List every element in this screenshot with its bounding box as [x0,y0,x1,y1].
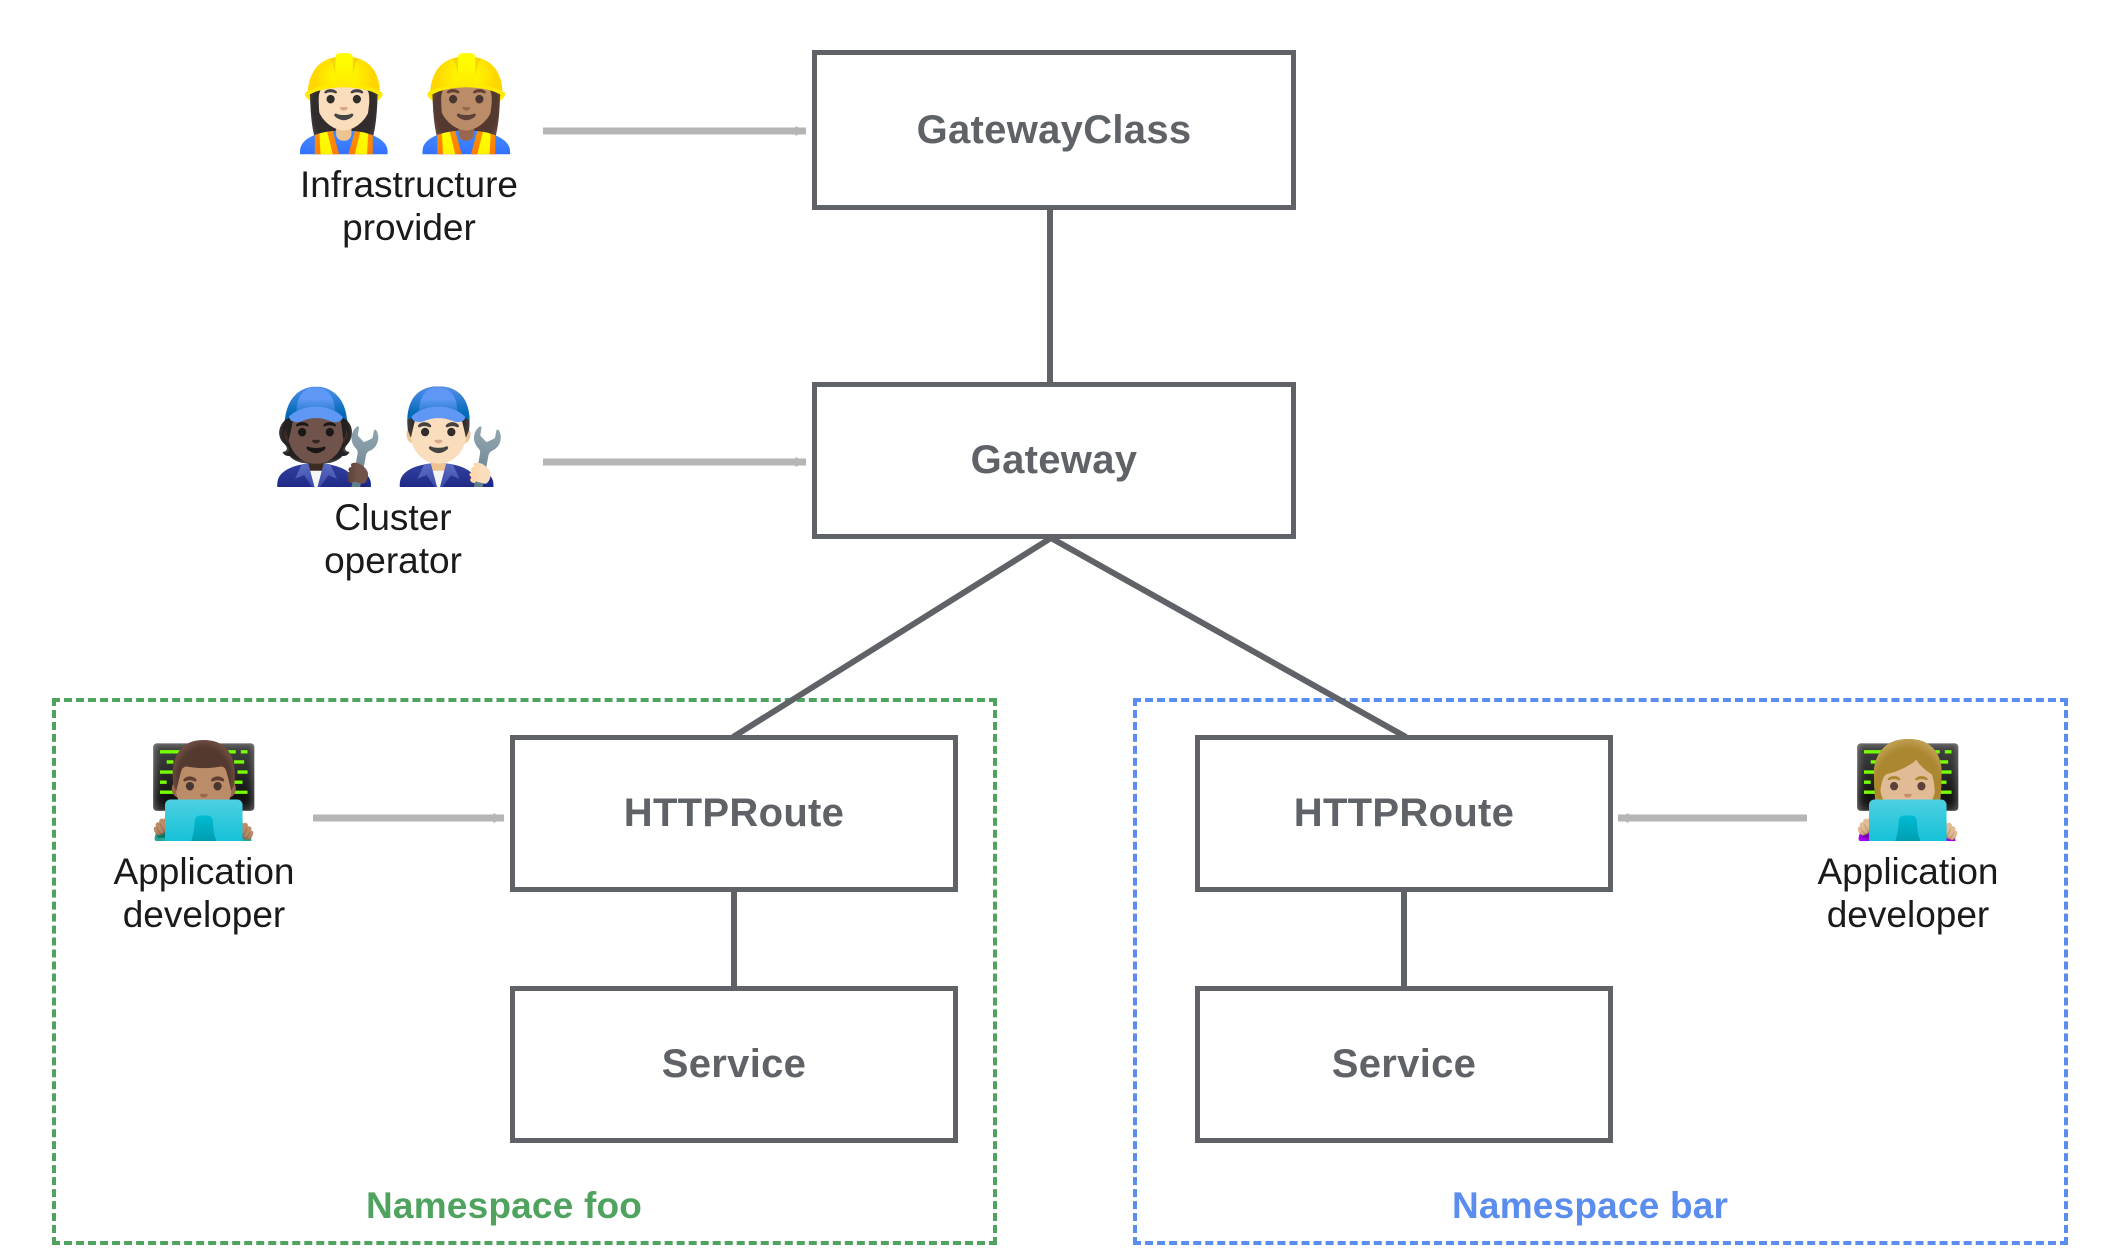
persona-application-developer-bar: 👩🏼‍💻 Application developer [1784,742,2032,936]
persona-infrastructure-provider-label-line1: Infrastructure [300,163,518,205]
persona-application-developer-foo-label-line1: Application [113,850,295,892]
node-service-bar-label: Service [1331,1042,1477,1086]
node-service-foo-label: Service [661,1042,807,1086]
node-service-foo[interactable]: Service [510,986,958,1143]
node-httproute-foo[interactable]: HTTPRoute [510,735,958,892]
construction-worker-icon: 👷🏻‍♀️👷🏽‍♀️ [286,50,532,157]
node-httproute-bar-label: HTTPRoute [1293,791,1515,835]
mechanic-icon: 🧑🏿‍🔧👨🏻‍🔧 [270,383,516,490]
node-gateway-label: Gateway [970,438,1138,482]
node-gatewayclass-label: GatewayClass [916,107,1192,152]
persona-application-developer-foo: 👨🏽‍💻 Application developer [80,742,328,936]
persona-application-developer-foo-label-line2: developer [122,893,286,935]
node-httproute-foo-label: HTTPRoute [623,791,845,835]
persona-cluster-operator: 🧑🏿‍🔧👨🏻‍🔧 Cluster operator [248,388,538,582]
namespace-bar-container [1133,698,2068,1245]
persona-cluster-operator-label-line2: operator [324,539,462,581]
node-gatewayclass[interactable]: GatewayClass [812,50,1296,210]
node-service-bar[interactable]: Service [1195,986,1613,1143]
persona-infrastructure-provider: 👷🏻‍♀️👷🏽‍♀️ Infrastructure provider [264,55,554,249]
node-httproute-bar[interactable]: HTTPRoute [1195,735,1613,892]
technologist-icon: 👨🏽‍💻 [146,737,262,844]
node-gateway[interactable]: Gateway [812,382,1296,539]
persona-application-developer-bar-label-line1: Application [1817,850,1999,892]
persona-cluster-operator-label-line1: Cluster [334,496,452,538]
namespace-bar-label: Namespace bar [1452,1185,1729,1226]
persona-application-developer-bar-label-line2: developer [1826,893,1990,935]
persona-infrastructure-provider-label-line2: provider [342,206,476,248]
namespace-foo-label: Namespace foo [366,1185,643,1226]
namespace-foo-container [52,698,997,1245]
technologist-icon: 👩🏼‍💻 [1850,737,1966,844]
